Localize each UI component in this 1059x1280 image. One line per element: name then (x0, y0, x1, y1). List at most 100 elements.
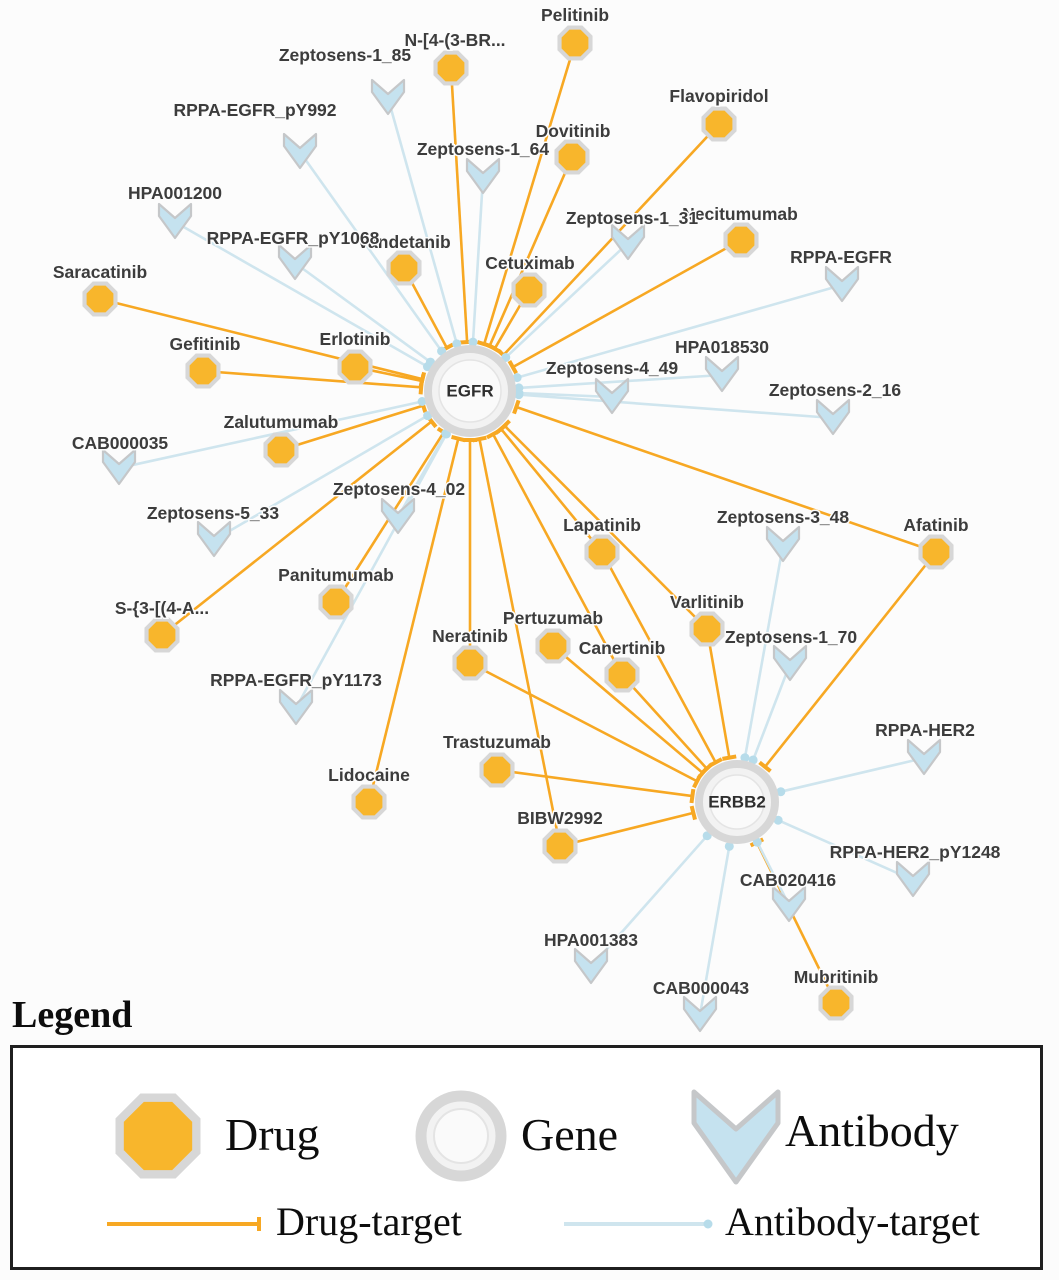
drug-node-pelitinib[interactable] (557, 25, 593, 61)
drug-node-erlotinib[interactable] (337, 349, 373, 385)
antibody-node-rppa-egfr-py992[interactable] (282, 132, 318, 170)
antibody-target-edge-cab000035 (118, 396, 427, 470)
node-label-panitumumab: Panitumumab (278, 565, 394, 585)
drug-target-edge-trastuzumab-erbb2 (496, 768, 696, 804)
drug-node-neratinib[interactable] (452, 645, 488, 681)
drug-node-trastuzumab[interactable] (479, 752, 515, 788)
drug-target-edge-lidocaine-egfr (367, 434, 466, 803)
antibody-node-rppa-egfr-py1173[interactable] (278, 688, 314, 726)
antibody-node-hpa018530[interactable] (704, 355, 740, 393)
drug-node-flavopiridol[interactable] (701, 106, 737, 142)
node-label-zeptosens-3-48: Zeptosens-3_48 (717, 507, 850, 527)
node-label-saracatinib: Saracatinib (53, 262, 147, 282)
node-label-cab000035: CAB000035 (72, 433, 169, 453)
drug-target-edge-dovitinib-egfr (482, 156, 574, 351)
node-label-zeptosens-2-16: Zeptosens-2_16 (769, 380, 902, 400)
drug-node-panitumumab[interactable] (318, 584, 354, 620)
drug-target-edge-necitumumab-egfr (507, 238, 742, 375)
antibody-target-edge-rppa-egfr-py1068 (294, 261, 435, 367)
node-label-rppa-egfr-py992: RPPA-EGFR_pY992 (173, 100, 336, 120)
gene-label-erbb2: ERBB2 (708, 793, 766, 812)
antibody-node-zeptosens-1-31[interactable] (610, 223, 646, 261)
node-label-s-3-4-a: S-{3-[(4-A... (115, 598, 209, 618)
legend-label-drug: Drug (225, 1109, 320, 1160)
drug-node-saracatinib[interactable] (82, 281, 118, 317)
drug-target-edge-lapatinib-erbb2 (600, 551, 723, 768)
node-label-hpa001383: HPA001383 (544, 930, 638, 950)
antibody-node-rppa-egfr-py1068[interactable] (277, 243, 313, 281)
node-label-hpa018530: HPA018530 (675, 337, 769, 357)
node-label-zeptosens-1-31: Zeptosens-1_31 (566, 208, 699, 228)
drug-target-edge-varlitinib-egfr (498, 419, 708, 630)
gene-node-erbb2[interactable]: ERBB2 (695, 760, 779, 844)
drug-target-edge-s-3-4-a-egfr (161, 414, 438, 637)
drug-target-edge-bibw2992-erbb2 (559, 805, 697, 848)
antibody-node-zeptosens-3-48[interactable] (765, 525, 801, 563)
antibody-target-edge-icon (564, 1219, 713, 1229)
drug-node-vandetanib[interactable] (386, 250, 422, 286)
drug-node-zalutumumab[interactable] (263, 432, 299, 468)
node-label-gefitinib: Gefitinib (170, 334, 241, 354)
antibody-node-zeptosens-1-64[interactable] (465, 157, 501, 195)
drug-node-pertuzumab[interactable] (535, 628, 571, 664)
node-label-erlotinib: Erlotinib (320, 329, 391, 349)
node-label-cab000043: CAB000043 (653, 978, 750, 998)
drug-target-edge-canertinib-egfr (486, 429, 624, 676)
drug-target-edge-varlitinib-erbb2 (705, 628, 737, 761)
drug-node-cetuximab[interactable] (511, 272, 547, 308)
antibody-node-hpa001200[interactable] (157, 202, 193, 240)
antibody-node-cab000043[interactable] (682, 995, 718, 1033)
antibody-node-zeptosens-5-33[interactable] (196, 520, 232, 558)
antibody-node-zeptosens-4-02[interactable] (380, 497, 416, 535)
legend-title: Legend (12, 994, 133, 1036)
node-label-zeptosens-5-33: Zeptosens-5_33 (147, 503, 280, 523)
node-label-zeptosens-1-70: Zeptosens-1_70 (725, 627, 858, 647)
node-label-zeptosens-1-85: Zeptosens-1_85 (279, 45, 412, 65)
node-label-rppa-her2-py1248: RPPA-HER2_pY1248 (830, 842, 1001, 862)
node-label-lidocaine: Lidocaine (328, 765, 410, 785)
antibody-target-edge-rppa-egfr-py992 (298, 151, 447, 356)
antibody-node-rppa-egfr[interactable] (824, 265, 860, 303)
gene-node-egfr[interactable]: EGFR (424, 345, 516, 437)
antibody-node-cab000035[interactable] (101, 448, 137, 486)
drug-node-lapatinib[interactable] (584, 534, 620, 570)
node-label-pelitinib: Pelitinib (541, 5, 609, 25)
drug-target-edge-icon (107, 1217, 261, 1231)
antibody-target-edge-zeptosens-1-85 (386, 97, 462, 349)
drug-node-n-4-3-br[interactable] (433, 50, 469, 86)
drug-target-edge-afatinib-egfr (512, 399, 937, 554)
node-layer: EGFR ERBB2 (82, 25, 954, 1033)
antibody-node-rppa-her2-py1248[interactable] (895, 860, 931, 898)
antibody-target-edge-zeptosens-5-33 (213, 411, 433, 542)
drug-node-dovitinib[interactable] (554, 139, 590, 175)
drug-target-edge-canertinib-erbb2 (621, 674, 714, 775)
antibody-target-edge-zeptosens-1-64 (468, 176, 485, 347)
node-label-cetuximab: Cetuximab (485, 253, 574, 273)
drug-target-edge-zalutumumab-egfr (280, 398, 428, 452)
drug-node-gefitinib[interactable] (185, 353, 221, 389)
drug-node-canertinib[interactable] (604, 657, 640, 693)
drug-node-mubritinib[interactable] (818, 985, 854, 1021)
antibody-node-zeptosens-1-70[interactable] (772, 644, 808, 682)
node-label-bibw2992: BIBW2992 (517, 808, 603, 828)
drug-node-icon (115, 1093, 201, 1179)
drug-node-varlitinib[interactable] (689, 611, 725, 647)
antibody-node-cab020416[interactable] (771, 885, 807, 923)
antibody-node-hpa001383[interactable] (573, 947, 609, 985)
antibody-target-edge-rppa-egfr-py1173 (294, 429, 451, 709)
antibody-node-zeptosens-4-49[interactable] (594, 377, 630, 415)
drug-target-edge-afatinib-erbb2 (758, 551, 938, 773)
antibody-node-rppa-her2[interactable] (906, 738, 942, 776)
drug-node-afatinib[interactable] (918, 534, 954, 570)
drug-node-bibw2992[interactable] (542, 828, 578, 864)
legend-label-drug-target: Drug-target (276, 1199, 462, 1244)
antibody-target-edge-cab000043 (698, 841, 734, 1016)
antibody-node-zeptosens-2-16[interactable] (815, 398, 851, 436)
drug-node-s-3-4-a[interactable] (144, 617, 180, 653)
node-label-canertinib: Canertinib (579, 638, 666, 658)
drug-node-lidocaine[interactable] (351, 784, 387, 820)
antibody-node-zeptosens-1-85[interactable] (370, 78, 406, 116)
antibody-target-edge-rppa-egfr (512, 283, 843, 383)
drug-node-necitumumab[interactable] (723, 222, 759, 258)
